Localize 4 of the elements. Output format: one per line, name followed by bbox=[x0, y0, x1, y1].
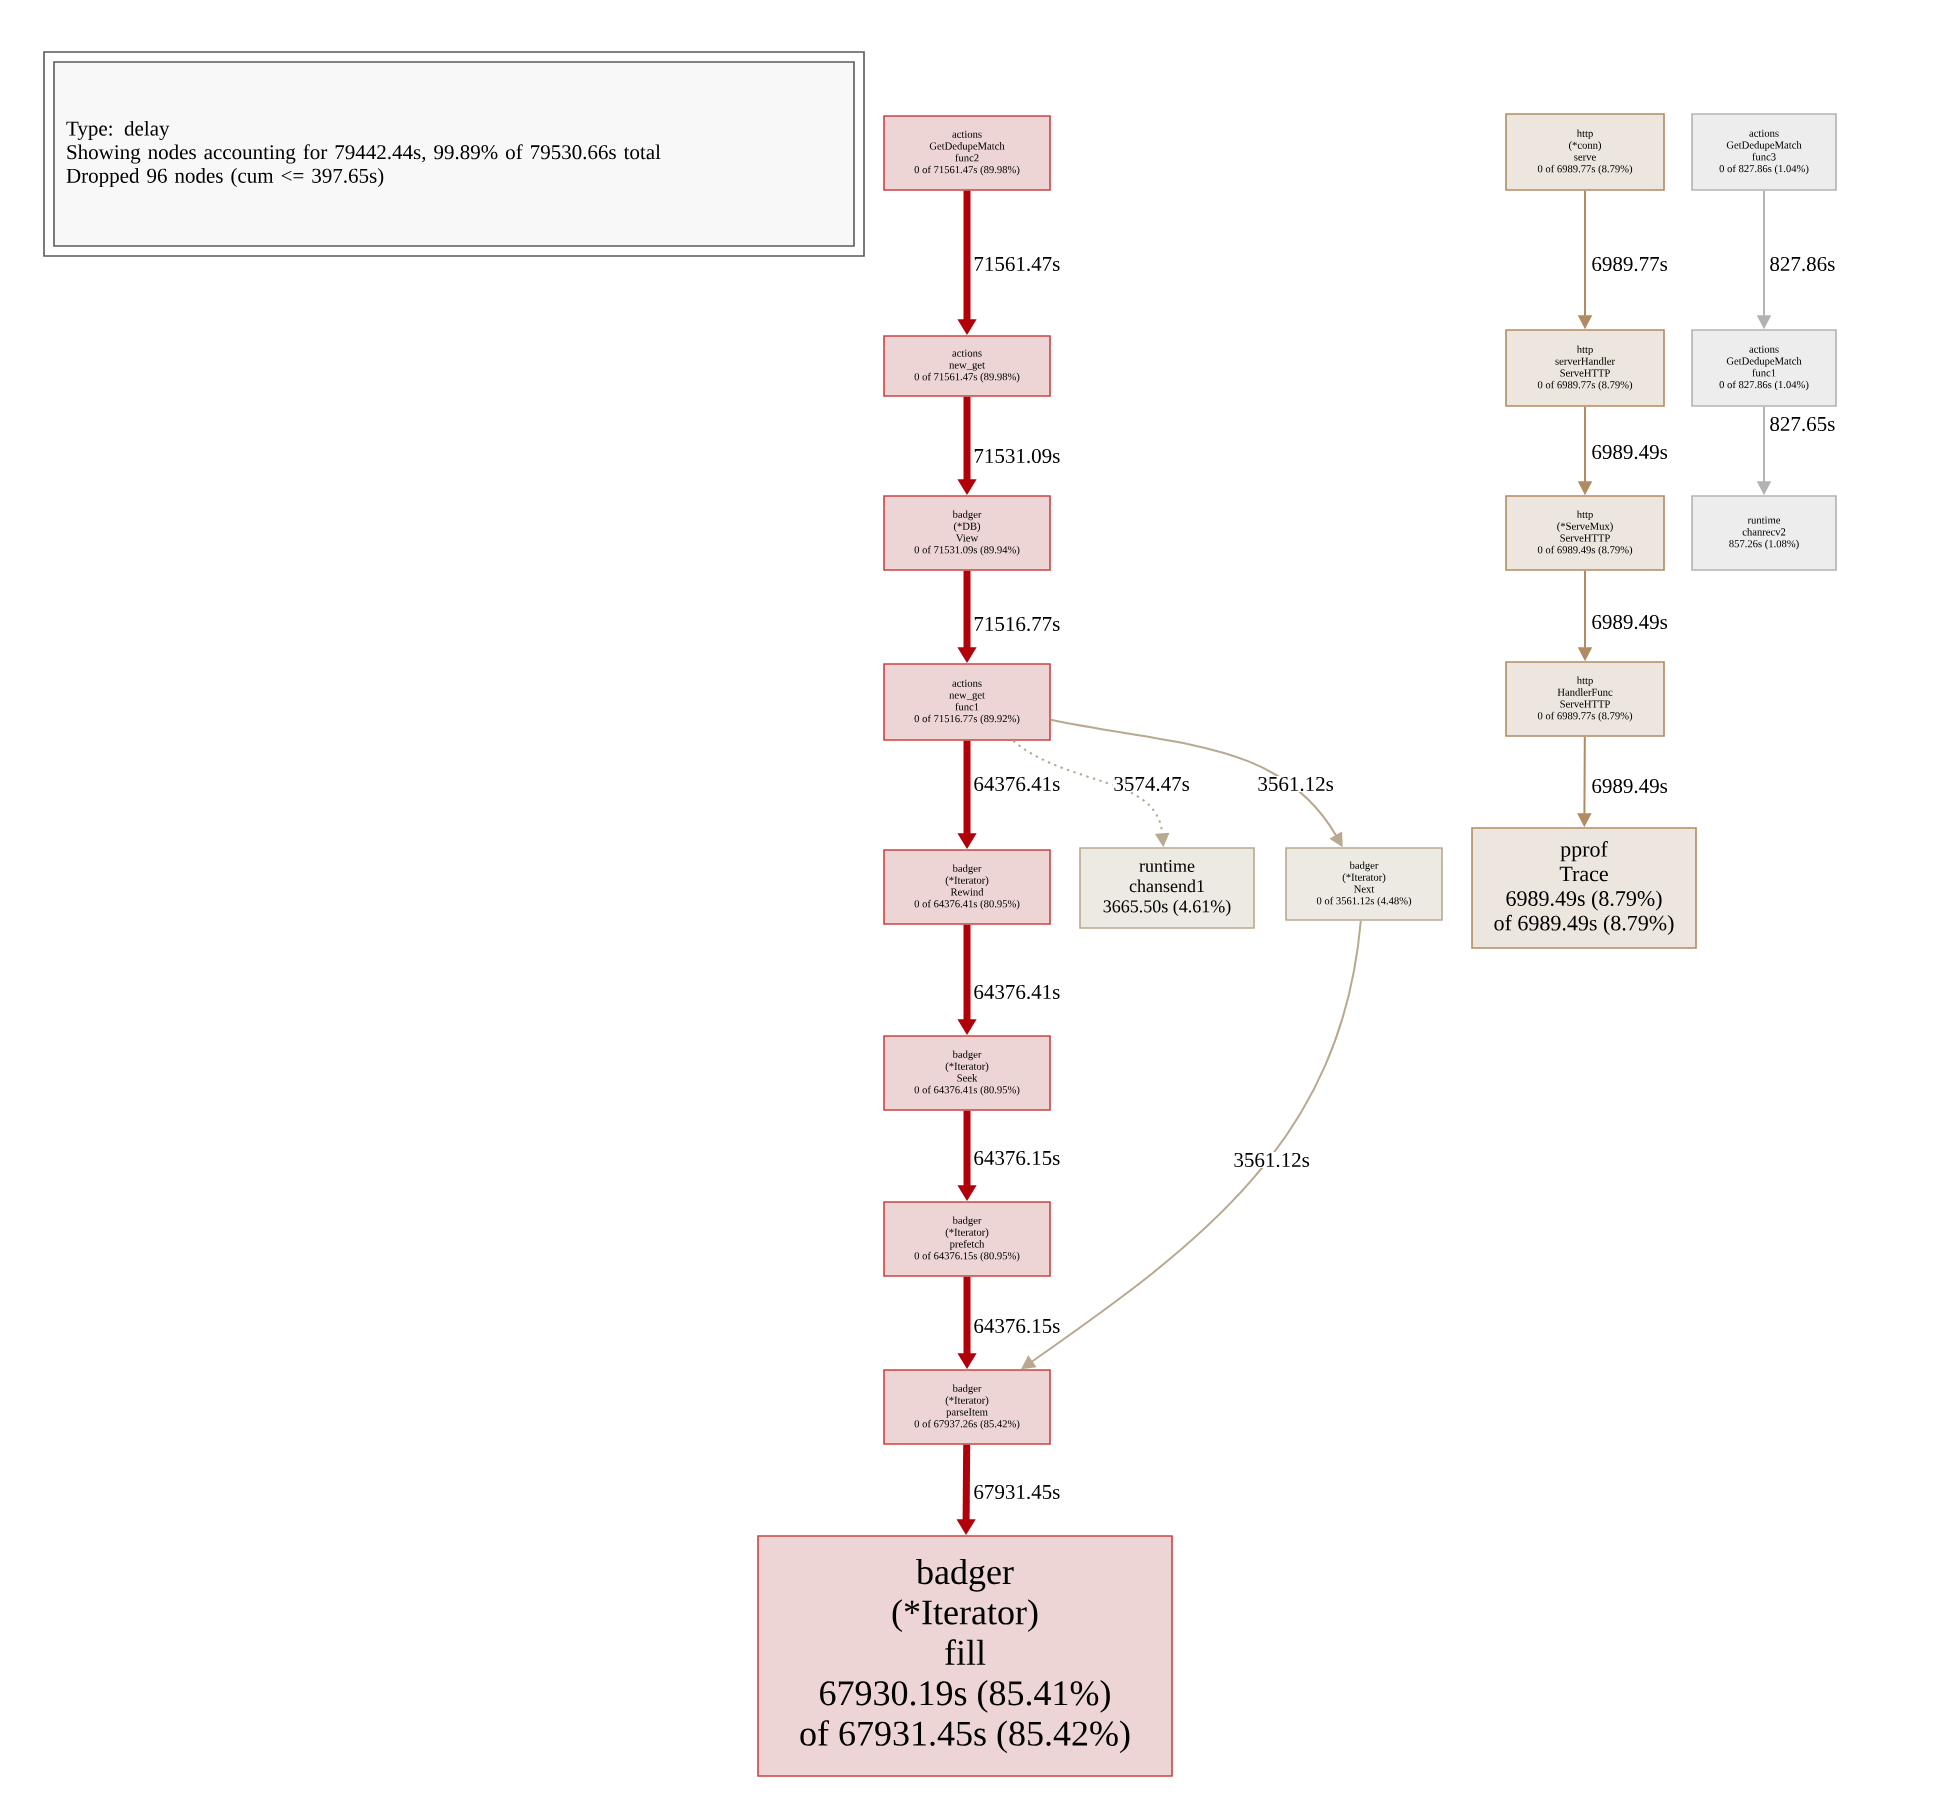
function-box: badger (*Iterator) fill 67930.19s (85.41%) of 67931.45s (85.42%) bbox=[757, 1535, 1173, 1777]
function-box: pprof Trace 6989.49s (8.79%) of 6989.49s (8.79%) bbox=[1471, 827, 1697, 949]
info-box: Type: delay Showing nodes accounting for 79442.44s, 99.89% of 79530.66s total Dropped 96 nodes (cum <= 397.65s) bbox=[43, 51, 865, 257]
function-box: runtime chansend1 3665.50s (4.61%) bbox=[1079, 847, 1255, 929]
